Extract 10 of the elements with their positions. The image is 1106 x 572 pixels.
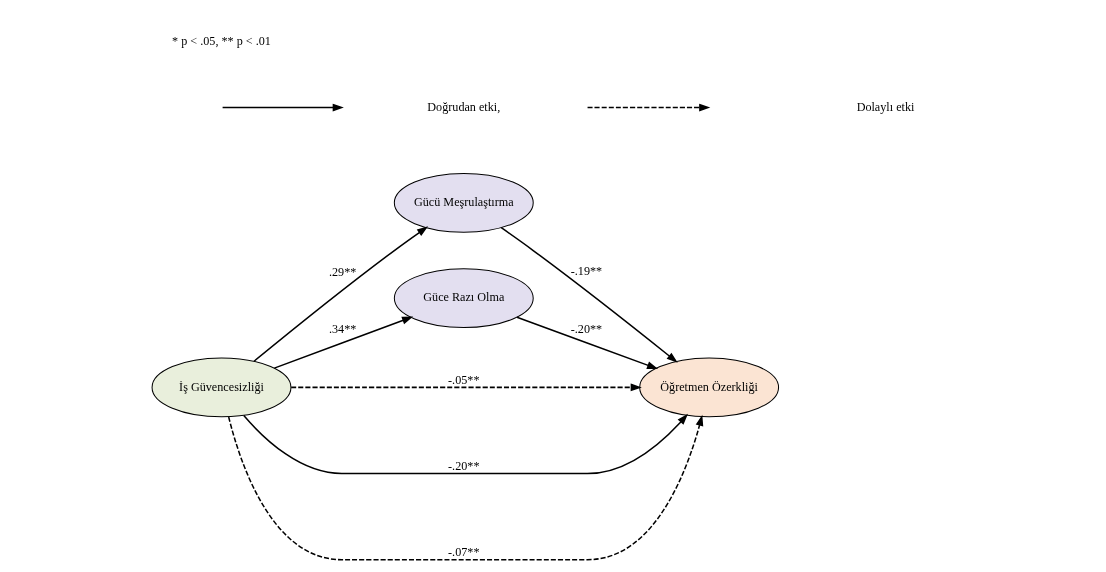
edge-label: .29** — [328, 265, 356, 280]
edge-label: -.20** — [570, 322, 602, 337]
edge-label: .34** — [328, 322, 356, 337]
edge-label: -.20** — [447, 459, 479, 474]
label: * p < .05, ** p < .01 — [171, 33, 271, 48]
edge-label: -.19** — [570, 264, 602, 279]
legend-label: Dolaylı etki — [856, 99, 914, 114]
edge-label: -.07** — [447, 545, 479, 560]
legend-label: Doğrudan etki, — [426, 99, 500, 114]
edge-label: -.05** — [447, 372, 479, 387]
